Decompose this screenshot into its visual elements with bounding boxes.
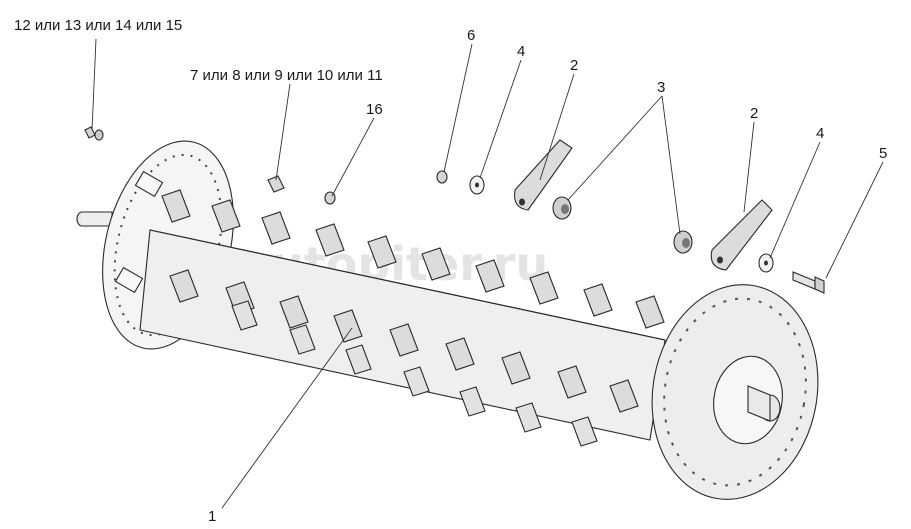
right-end-disc (651, 284, 819, 500)
blade-holders-lower-row (231, 300, 598, 447)
label-5: 5 (879, 145, 887, 162)
washer-4-lower (758, 253, 774, 273)
label-bolts-12-15: 12 или 13 или 14 или 15 (14, 17, 182, 34)
blade-holders-upper-row (161, 189, 665, 329)
label-2-lower: 2 (750, 105, 758, 122)
label-4-lower: 4 (816, 125, 824, 142)
label-nuts-7-11: 7 или 8 или 9 или 10 или 11 (190, 67, 383, 84)
bolt-5 (792, 271, 825, 294)
blade-holders-middle-row (169, 269, 639, 413)
nut-7-11 (267, 175, 285, 193)
nut-6 (436, 170, 448, 184)
washer-4-upper (469, 175, 485, 195)
bushing-3-lower (673, 230, 693, 254)
left-shaft-end (76, 211, 113, 227)
leader-lines (91, 38, 884, 509)
blade-2-lower (710, 199, 773, 271)
label-4-upper: 4 (517, 43, 525, 60)
blade-2-upper (513, 139, 573, 211)
label-2-upper: 2 (570, 57, 578, 74)
label-16: 16 (366, 101, 383, 118)
bolt-12-15 (84, 126, 104, 141)
label-1: 1 (208, 508, 216, 525)
label-6: 6 (467, 27, 475, 44)
bushing-3-upper (552, 196, 572, 220)
label-3: 3 (657, 79, 665, 96)
